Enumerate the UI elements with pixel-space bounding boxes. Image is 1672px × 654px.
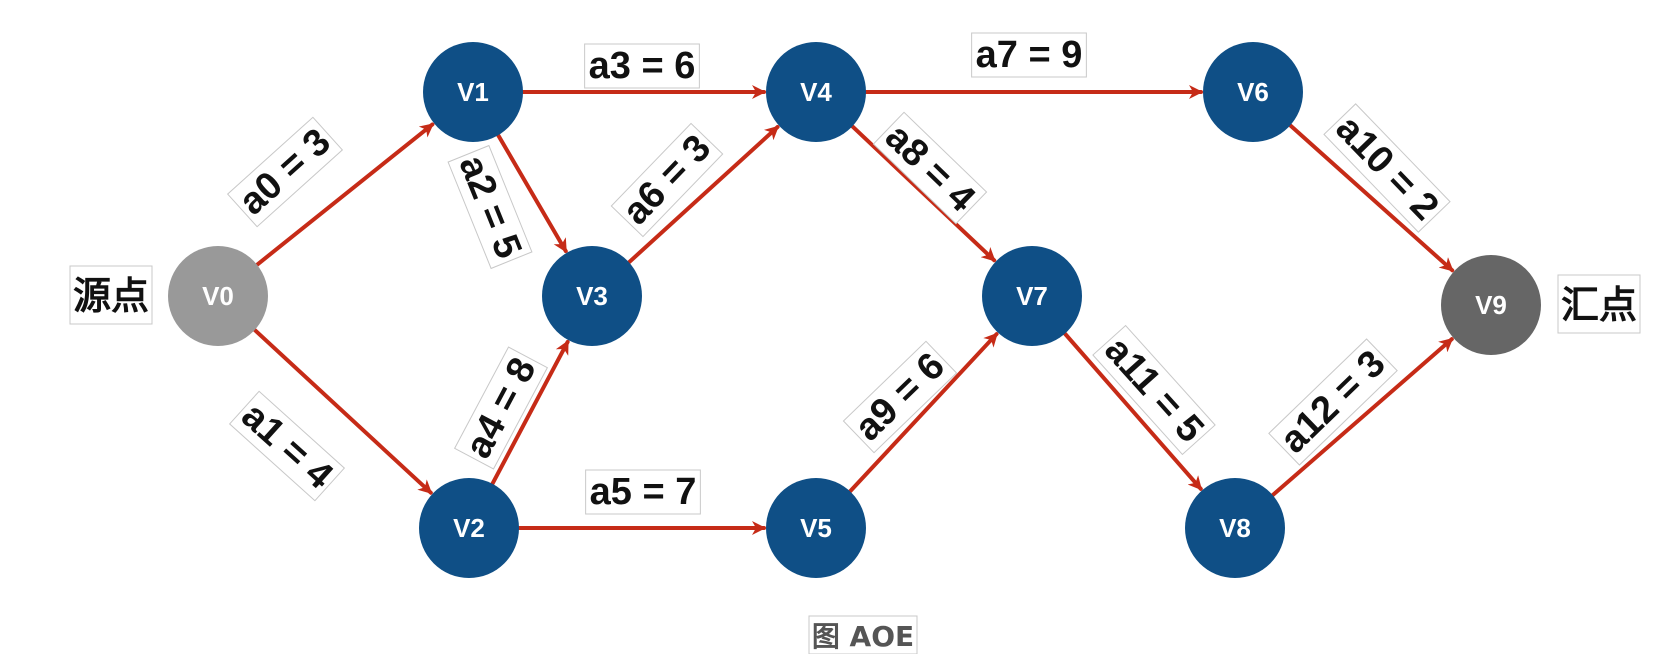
edge-a0-arrow [255, 122, 435, 267]
edge-a9-label-box [842, 340, 958, 454]
node-v9-circle [1441, 255, 1541, 355]
edge-a7-label-text: a7 = 9 [976, 34, 1083, 76]
node-v8: V8 [1185, 478, 1285, 578]
edge-a6-label-box [610, 122, 724, 238]
node-v1-label: V1 [457, 77, 489, 107]
node-v4-label: V4 [800, 77, 832, 107]
sink-label-text: 汇点 [1561, 283, 1637, 327]
node-v9-label: V9 [1475, 290, 1507, 320]
edge-a8-label-box [872, 111, 988, 225]
edge-a6-label: a6 = 3 [610, 122, 724, 238]
node-v9: V9 [1441, 255, 1541, 355]
node-v2-circle [419, 478, 519, 578]
edge-a3-label-box [584, 43, 700, 89]
edge-a7-label-box [971, 32, 1087, 78]
caption-text: 图 AOE [812, 620, 914, 653]
node-v5-label: V5 [800, 513, 832, 543]
source-label-text: 源点 [73, 274, 149, 318]
node-v2: V2 [419, 478, 519, 578]
node-v1: V1 [423, 42, 523, 142]
edge-a11-label-box [1092, 324, 1216, 456]
edge-a2-label: a2 = 5 [447, 144, 533, 270]
node-v3: V3 [542, 246, 642, 346]
node-v6-circle [1203, 42, 1303, 142]
edge-a1-label-box [228, 390, 346, 502]
node-v4-circle [766, 42, 866, 142]
edge-a12-label-box [1268, 338, 1398, 466]
edge-a11-arrow [1062, 331, 1203, 491]
edge-a10-arrow [1288, 123, 1455, 273]
edge-a8-arrow [850, 124, 997, 263]
edge-a4-label-box [453, 346, 549, 470]
sink-label: 汇点 [1557, 274, 1641, 334]
edge-a3-label-text: a3 = 6 [589, 45, 696, 87]
edge-a1-label-text: a1 = 4 [233, 395, 340, 498]
node-v5-circle [766, 478, 866, 578]
node-v2-label: V2 [453, 513, 485, 543]
node-v7: V7 [982, 246, 1082, 346]
node-v7-label: V7 [1016, 281, 1048, 311]
edge-a0-label-text: a0 = 3 [231, 121, 338, 224]
node-v8-circle [1185, 478, 1285, 578]
edge-a5-label-text: a5 = 7 [590, 471, 697, 513]
edge-a12-arrow [1270, 337, 1454, 498]
edge-a9-arrow [848, 332, 999, 494]
edge-a6-label-text: a6 = 3 [615, 127, 719, 233]
node-v0-circle [168, 246, 268, 346]
node-v0-label: V0 [202, 281, 234, 311]
edge-a4-arrow [490, 339, 570, 486]
edge-a5-label-box [585, 469, 701, 515]
node-v7-circle [982, 246, 1082, 346]
source-label: 源点 [69, 265, 153, 325]
edge-a1-label: a1 = 4 [228, 390, 346, 502]
node-v3-label: V3 [576, 281, 608, 311]
edge-a8-label-text: a8 = 4 [877, 116, 983, 220]
node-v3-circle [542, 246, 642, 346]
node-v6: V6 [1203, 42, 1303, 142]
edge-a5-label: a5 = 7 [585, 469, 701, 515]
node-v1-circle [423, 42, 523, 142]
edge-a7-label: a7 = 9 [971, 32, 1087, 78]
node-v0: V0 [168, 246, 268, 346]
node-v8-label: V8 [1219, 513, 1251, 543]
edge-a2-label-box [447, 144, 533, 270]
node-v5: V5 [766, 478, 866, 578]
edge-a2-arrow [496, 133, 568, 254]
edge-a3-label: a3 = 6 [584, 43, 700, 89]
caption: 图 AOE [808, 615, 918, 654]
edge-a10-label-box [1323, 103, 1451, 233]
edge-a1-arrow [252, 327, 433, 495]
node-v4: V4 [766, 42, 866, 142]
edge-a6-arrow [626, 125, 780, 265]
edge-a0-label-box [226, 116, 344, 228]
node-v6-label: V6 [1237, 77, 1269, 107]
edges-layer [252, 85, 1455, 535]
edge-a8-label: a8 = 4 [872, 111, 988, 225]
